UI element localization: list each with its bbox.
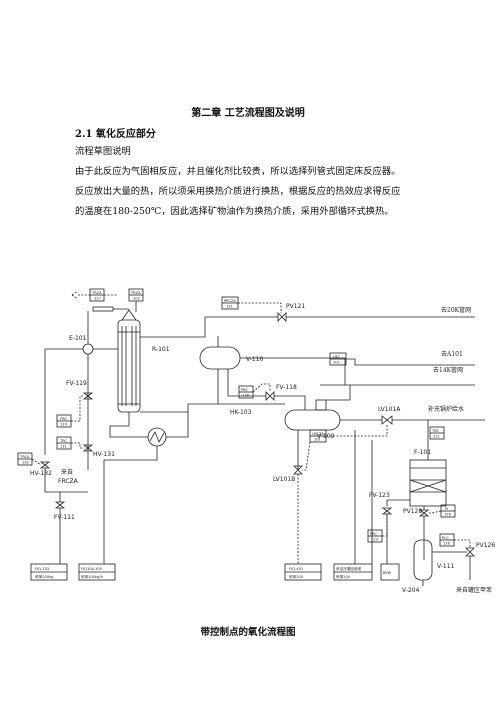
chapter-title: 第二章 工艺流程图及说明 <box>191 108 305 119</box>
box3-top: FIQ-401 <box>289 567 303 571</box>
label-from: 来自 <box>61 468 73 476</box>
label-fv118: FV-118 <box>276 384 297 391</box>
paragraph: 由于此反应为气固相反应，并且催化剂比较贵，所以选择列管式固定床反应器。 <box>75 166 401 177</box>
box2-top: FIQ104-105 <box>81 567 102 571</box>
label-v111: V-111 <box>437 563 455 570</box>
label-lv101a: LV101A <box>378 406 401 413</box>
box4-bottom: 甲苯200 <box>336 574 351 579</box>
box3-bottom: 甲苯200 <box>289 574 304 579</box>
label-to-a101: 去A101 <box>441 350 463 358</box>
tag-lrc-101: LRC <box>333 355 340 359</box>
label-r101: R-101 <box>152 346 170 353</box>
paragraph: 的温度在180-250℃，因此选择矿物油作为换热介质，采用外部循环式换热。 <box>75 206 394 217</box>
tag-num-lrcza: 101 <box>314 438 321 442</box>
valve-fv123 <box>381 507 393 515</box>
section-title: 2.1 氧化反应部分 <box>75 129 156 140</box>
valve-fv111 <box>54 501 66 509</box>
box5: BFW <box>383 571 392 575</box>
box-bfw <box>380 563 400 581</box>
tag-plc-126: PLC <box>442 536 449 540</box>
tag-num-126: 126 <box>443 542 451 546</box>
label-fv111: FV-111 <box>54 514 75 521</box>
box-fiq104-105 <box>78 563 116 581</box>
label-fv119: FV-119 <box>66 380 87 387</box>
tag-lrcza-101: LRCZA <box>312 432 324 436</box>
tag-trc-131: TRC <box>59 439 68 443</box>
instrument-trca-132 <box>17 452 33 466</box>
instrument-trc-111 <box>429 426 445 440</box>
tag-frc-119: FRC <box>60 417 67 421</box>
label-v110: V-110 <box>246 356 264 363</box>
label-to-20k: 去20K管网 <box>441 306 471 314</box>
tag-pi-128: PI <box>445 507 448 511</box>
valve-pv121 <box>277 312 287 322</box>
label-to-14k: 去14K管网 <box>433 366 463 374</box>
valve-lv101b <box>293 465 303 475</box>
filter-f101 <box>409 459 447 507</box>
label-v204: V-204 <box>402 587 420 594</box>
tag-trza-117: TRZA <box>91 291 102 295</box>
tag-num-132: 132 <box>22 461 29 465</box>
vessel-v111 <box>413 539 433 581</box>
v109-dome <box>315 399 327 411</box>
tag-trc-111: TRC <box>431 429 440 433</box>
label-e101: E-101 <box>69 335 87 342</box>
tag-prcza-121: PRCZA <box>224 299 236 303</box>
valve-lv101a <box>381 415 393 425</box>
tag-trza-102: TRZA <box>130 291 141 295</box>
valve-fv118 <box>265 391 275 401</box>
drum-v110 <box>199 346 241 370</box>
box-fiq-103 <box>30 563 68 581</box>
box1-top: FIQ-103 <box>35 567 49 571</box>
box4-top: 来自冷凝回收塔 <box>336 566 362 571</box>
exchanger-e101 <box>82 343 94 355</box>
paragraph: 反应放出大量的热，所以须采用换热介质进行换热，根据反应的热效应求得反应 <box>75 186 401 197</box>
label-lv101b: LV101B <box>273 476 295 483</box>
tag-num-111: 111 <box>433 435 440 439</box>
label-hv131: HV-131 <box>93 451 115 458</box>
tag-prc-118: PRC <box>241 388 248 392</box>
label-hk103: HK-103 <box>230 409 252 416</box>
label-pv121: PV121 <box>286 303 305 310</box>
valve-pv128 <box>418 509 430 517</box>
label-pv126: PV126 <box>476 542 495 549</box>
paragraph: 流程草图说明 <box>75 146 131 157</box>
label-fv123: FV-123 <box>369 492 390 499</box>
valve-hv132 <box>39 461 51 469</box>
tag-num-117: 117 <box>94 297 101 301</box>
label-boiler-feed: 补充锅炉给水 <box>428 405 464 413</box>
box1-bottom: 甲苯200kg <box>35 574 53 579</box>
tag-num-102: 102 <box>133 297 140 301</box>
label-from-tank-area: 来自罐区甲苯 <box>456 586 492 594</box>
valve-hv131 <box>82 444 94 452</box>
valve-pv126 <box>465 547 475 557</box>
tag-num-131: 131 <box>60 445 67 449</box>
box-recovery <box>333 563 373 581</box>
tag-num-119: 119 <box>60 423 68 427</box>
tag-trca-132: TRCA <box>19 455 30 459</box>
reactor-r101 <box>117 309 141 426</box>
tag-num-118: 118 <box>242 394 250 398</box>
box2-bottom: 甲苯100kg/h <box>81 574 103 579</box>
figure-caption: 带控制点的氧化流程图 <box>200 627 296 638</box>
tag-num-128: 128 <box>444 513 452 517</box>
box-fiq-401 <box>284 563 322 581</box>
tag-num-123: 123 <box>371 538 378 542</box>
label-pv128: PV128 <box>403 508 422 515</box>
label-frcza: FRCZA <box>58 478 79 485</box>
tag-frc-123: FRC <box>370 532 377 536</box>
tag-num-121: 121 <box>226 305 233 309</box>
top-header-pipe <box>92 306 114 312</box>
valve-fv119 <box>82 392 94 400</box>
label-f101: F-101 <box>414 449 431 456</box>
drum-v109 <box>284 409 341 431</box>
tag-num-101: 101 <box>333 361 340 365</box>
label-hv132: HV-132 <box>30 470 52 477</box>
